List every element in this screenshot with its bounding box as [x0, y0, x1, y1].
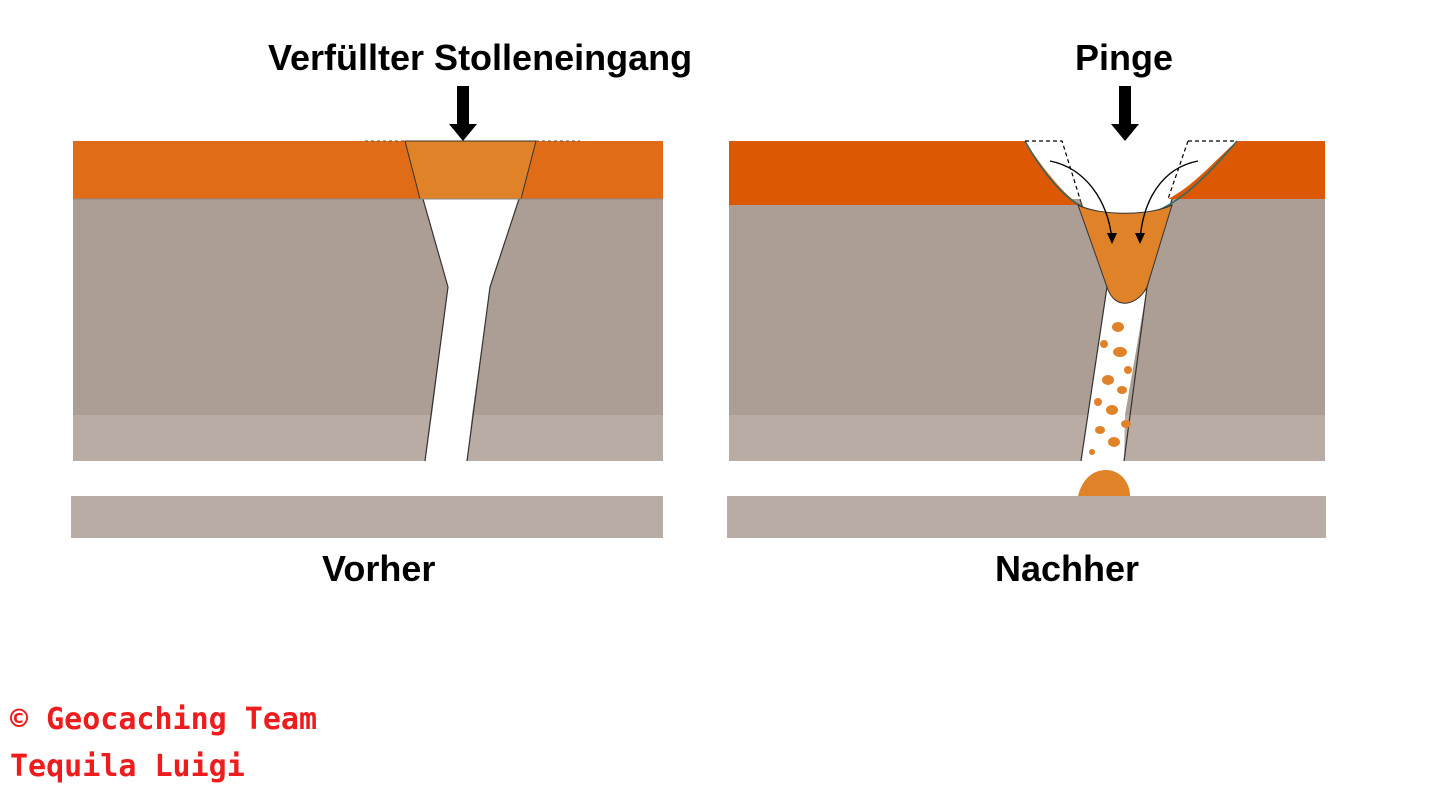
- copyright-line-2: Tequila Luigi: [10, 749, 245, 784]
- topsoil-layer-right: [729, 141, 1083, 205]
- shaft-outline-right: [466, 198, 520, 462]
- fallen-debris-particles: [1089, 322, 1132, 455]
- rock-lower-right-block: [467, 415, 663, 461]
- panel-nachher: [727, 86, 1326, 538]
- rock-upper-right-block-nachher: [1125, 199, 1325, 415]
- topsoil-layer-left: [73, 141, 663, 199]
- original-entrance-dashed: [1025, 140, 1237, 200]
- panel-vorher: [71, 86, 663, 538]
- slump-arrow-left-icon: [1049, 160, 1117, 244]
- rock-upper-left-block: [73, 199, 448, 415]
- shaft-outline-left: [422, 198, 449, 462]
- rock-upper-right-block: [472, 199, 663, 415]
- copyright-line-1: © Geocaching Team: [10, 702, 318, 737]
- before-label: Vorher: [322, 548, 436, 589]
- topsoil-layer-right-2: [1168, 141, 1325, 199]
- filled-entrance-title: Verfüllter Stolleneingang: [268, 37, 693, 78]
- rock-lower-left-block: [73, 415, 432, 461]
- slump-arrow-right-icon: [1135, 160, 1199, 244]
- down-arrow-icon: [449, 86, 477, 141]
- filled-entrance-plug: [404, 140, 537, 200]
- bottom-rock-slab-left: [71, 496, 663, 538]
- after-label: Nachher: [995, 548, 1140, 589]
- pinge-down-arrow-icon: [1111, 86, 1139, 141]
- debris-pile-gallery: [1078, 470, 1130, 496]
- rock-lower-left-block-nachher: [729, 415, 1088, 461]
- bottom-rock-slab-right: [727, 496, 1326, 538]
- rock-upper-left-block-nachher: [729, 199, 1107, 415]
- rock-lower-right-block-nachher: [1124, 415, 1325, 461]
- pinge-title: Pinge: [1075, 37, 1174, 78]
